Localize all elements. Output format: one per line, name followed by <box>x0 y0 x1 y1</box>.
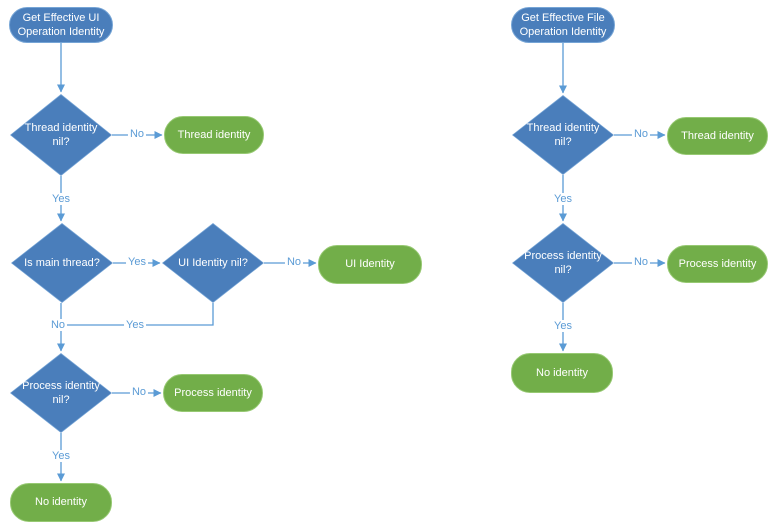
terminal-file-process-identity: Process identity <box>667 245 768 283</box>
terminal-file-no-identity: No identity <box>511 353 613 393</box>
edge-label-yes: Yes <box>50 450 72 462</box>
edge-label-no: No <box>631 128 651 140</box>
decision-label: Process identity nil? <box>22 379 100 406</box>
start-node-ui-operation: Get Effective UI Operation Identity <box>9 7 113 43</box>
edge-label-yes: Yes <box>50 193 72 205</box>
edge-label-no: No <box>631 256 651 268</box>
terminal-ui-process-identity: Process identity <box>163 374 263 412</box>
edge-label-yes: Yes <box>126 256 148 268</box>
edge-label-no: No <box>127 128 147 140</box>
decision-label: UI Identity nil? <box>178 256 248 269</box>
terminal-ui-no-identity: No identity <box>10 483 112 522</box>
terminal-ui-thread-identity: Thread identity <box>164 116 264 154</box>
decision-label: Thread identity nil? <box>526 121 600 148</box>
terminal-file-thread-identity: Thread identity <box>667 117 768 155</box>
edge-label-no: No <box>284 256 304 268</box>
edge-ui-ui-yes-merge <box>62 303 214 326</box>
edge-label-yes: Yes <box>552 193 574 205</box>
decision-label: Thread identity nil? <box>24 121 98 148</box>
decision-label: Is main thread? <box>24 256 100 269</box>
edge-label-no: No <box>48 319 68 331</box>
edge-label-no: No <box>129 386 149 398</box>
edge-label-yes: Yes <box>124 319 146 331</box>
decision-label: Process identity nil? <box>524 249 602 276</box>
edge-label-yes: Yes <box>552 320 574 332</box>
start-node-file-operation: Get Effective File Operation Identity <box>511 7 615 43</box>
terminal-ui-ui-identity: UI Identity <box>318 245 422 284</box>
